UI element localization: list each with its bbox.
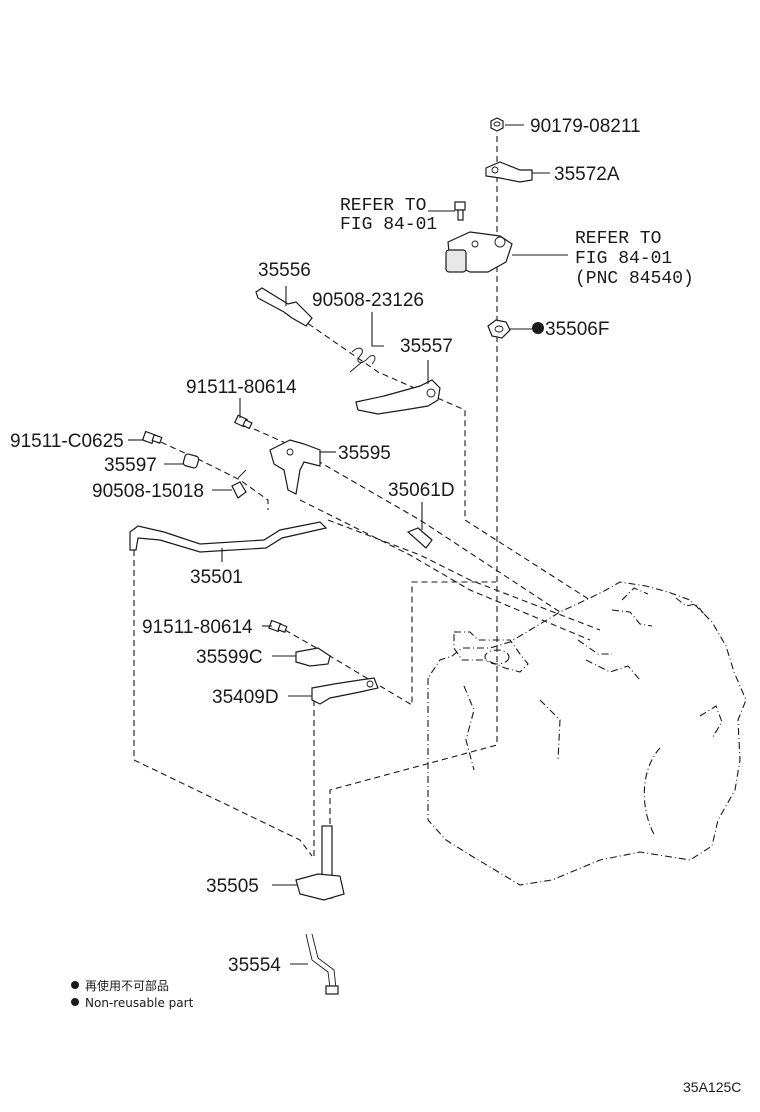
legend: 再使用不可部品 Non-reusable part: [71, 978, 194, 1010]
legend-jp: 再使用不可部品: [85, 978, 169, 993]
label-91511-C0625: 91511-C0625: [10, 431, 124, 452]
plate-35599C: [295, 647, 331, 667]
label-35597: 35597: [104, 455, 157, 476]
nut-90179: [490, 117, 504, 132]
label-35557: 35557: [400, 336, 453, 357]
seal-35506F: [487, 319, 511, 339]
label-35409D: 35409D: [212, 687, 279, 708]
label-refer-2-line3: (PNC 84540): [575, 269, 694, 289]
lock-plate-35572A: [485, 161, 533, 183]
transmission-housing: [427, 581, 747, 886]
spring-90508-15018: [231, 469, 247, 499]
bolt-91511-80614-upper: [233, 414, 253, 430]
bolt-91511-C0625: [141, 430, 163, 445]
collar-35597: [182, 453, 200, 469]
spring-90508-23126: [349, 347, 376, 373]
label-35554: 35554: [228, 955, 281, 976]
label-35599C: 35599C: [196, 647, 263, 668]
label-35501: 35501: [190, 567, 243, 588]
rod-35501: [129, 521, 328, 553]
filled-circle-icon: [532, 322, 544, 334]
shaft-35556: [255, 287, 313, 327]
label-35556: 35556: [258, 260, 311, 281]
lever-35557: [355, 379, 441, 415]
bracket-35595: [269, 439, 321, 495]
figure-code: 35A125C: [683, 1079, 741, 1095]
neutral-start-switch: [445, 231, 513, 273]
bolt-91511-80614-lower: [268, 619, 288, 633]
label-refer-2-line1: REFER TO: [575, 229, 661, 249]
assembly-lines: [133, 136, 601, 860]
label-35505: 35505: [206, 876, 259, 897]
label-91511-80614-upper: 91511-80614: [186, 377, 297, 398]
label-35572A: 35572A: [554, 164, 620, 185]
part-labels: 90179-08211 35572A REFER TO FIG 84-01 RE…: [10, 116, 694, 976]
label-35506F: 35506F: [545, 319, 609, 340]
label-91511-80614-lower: 91511-80614: [142, 617, 253, 638]
legend-en: Non-reusable part: [85, 996, 194, 1010]
label-90179-08211: 90179-08211: [530, 116, 641, 137]
link-35554: [305, 933, 339, 995]
label-refer-1-line2: FIG 84-01: [340, 215, 437, 235]
label-refer-1-line1: REFER TO: [340, 196, 426, 216]
bolt-refer: [454, 201, 466, 221]
leader-lines: [128, 124, 568, 965]
label-refer-2-line2: FIG 84-01: [575, 249, 672, 269]
label-35061D: 35061D: [388, 480, 455, 501]
filled-circle-icon: [71, 998, 79, 1006]
label-90508-15018: 90508-15018: [92, 481, 204, 502]
shaft-35505: [295, 825, 345, 901]
pin-35061D: [406, 527, 433, 549]
filled-circle-icon: [71, 981, 79, 989]
label-35595: 35595: [338, 443, 391, 464]
label-90508-23126: 90508-23126: [312, 290, 424, 311]
lever-35409D: [311, 677, 379, 705]
